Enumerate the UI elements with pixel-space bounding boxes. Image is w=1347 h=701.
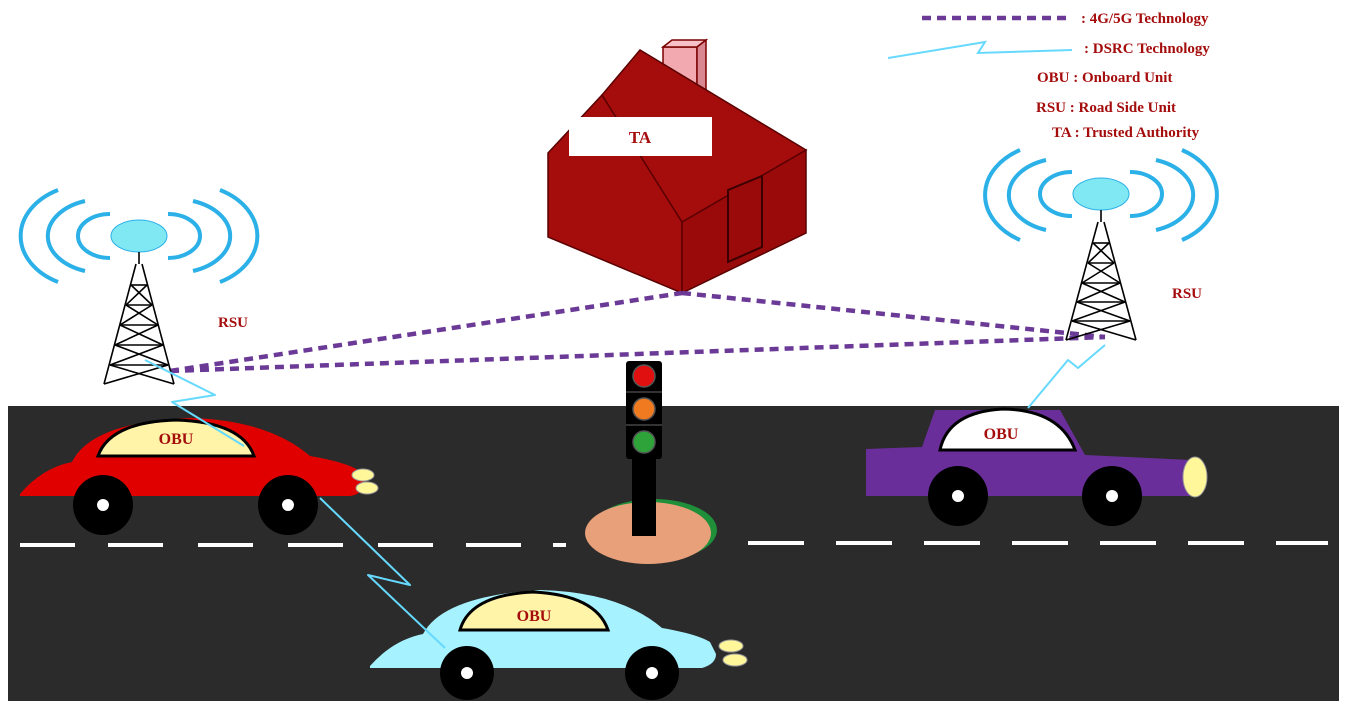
tower-icon (1066, 210, 1136, 340)
lightning-line-icon (888, 42, 1072, 58)
green-light-icon (633, 431, 655, 453)
car-purple-obu-label: OBU (984, 426, 1019, 443)
amber-light-icon (633, 398, 655, 420)
car-lightblue-obu-label: OBU (517, 608, 552, 625)
house-door (728, 176, 762, 262)
headlight-icon (723, 654, 747, 666)
rsu-left: RSU (21, 190, 258, 384)
legend: : 4G/5G Technology : DSRC Technology OBU… (888, 11, 1210, 141)
antenna-dish-icon (111, 220, 167, 252)
legend-dsrc: : DSRC Technology (1084, 41, 1210, 57)
ta-label: TA (629, 128, 652, 147)
car-red-obu-label: OBU (159, 431, 194, 448)
headlight-icon (719, 640, 743, 652)
legend-ta: TA : Trusted Authority (1052, 125, 1200, 141)
rsu-right-label: RSU (1172, 286, 1202, 302)
legend-rsu: RSU : Road Side Unit (1036, 100, 1176, 116)
rsu-left-label: RSU (218, 315, 248, 331)
legend-4g-5g: : 4G/5G Technology (1081, 11, 1209, 27)
4g-5g-links (170, 293, 1105, 371)
headlight-icon (356, 482, 378, 494)
rsu-right: RSU (985, 150, 1217, 340)
dsrc-link-rsu-right-car-purple (1028, 345, 1105, 408)
legend-obu: OBU : Onboard Unit (1037, 70, 1172, 86)
headlight-icon (352, 469, 374, 481)
red-light-icon (633, 365, 655, 387)
headlight-icon (1183, 457, 1207, 497)
tower-icon (104, 252, 174, 384)
ta-house: TA (548, 40, 806, 293)
antenna-dish-icon (1073, 178, 1129, 210)
